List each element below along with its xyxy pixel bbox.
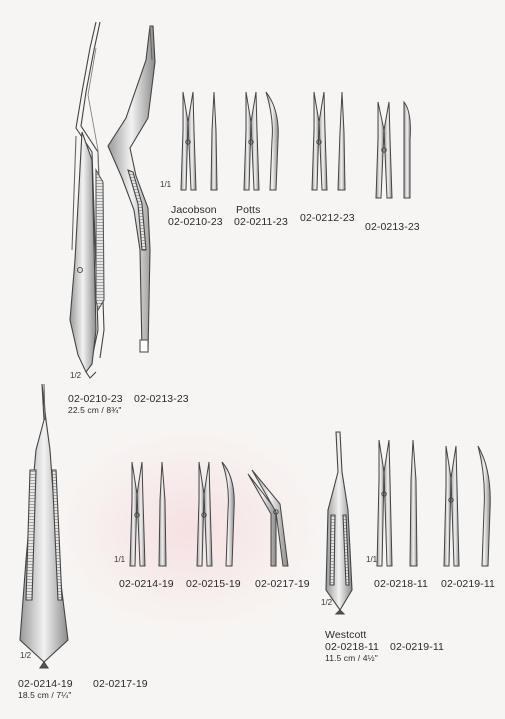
tips-0219 <box>443 445 491 567</box>
large-code-0218-11: 02-0218-11 <box>325 641 379 653</box>
code-0211-23: 02-0211-23 <box>234 216 288 228</box>
code-0218-11: 02-0218-11 <box>374 578 428 590</box>
tips-0211 <box>243 91 279 191</box>
tips-0213 <box>375 100 411 199</box>
large-code-0214-19: 02-0214-19 <box>18 678 73 690</box>
scale-half-right: 1/2 <box>321 598 333 607</box>
code-0219-11: 02-0219-11 <box>441 578 495 590</box>
tips-0210 <box>180 91 218 191</box>
tips-0214 <box>129 461 167 567</box>
scale-full-top: 1/1 <box>160 180 172 189</box>
large-0213-scissors <box>107 25 156 353</box>
westcott-large-scissors <box>325 431 353 615</box>
code-0215-19: 02-0215-19 <box>186 578 241 590</box>
code-0217-19: 02-0217-19 <box>255 578 310 590</box>
large-code-0217-19: 02-0217-19 <box>93 678 148 690</box>
name-westcott: Westcott <box>325 629 367 641</box>
tips-0215 <box>196 461 235 567</box>
tips-0218 <box>376 439 418 567</box>
code-0212-23: 02-0212-23 <box>300 212 355 224</box>
scale-half-top: 1/2 <box>70 371 82 380</box>
large-code-0210-23: 02-0210-23 <box>68 393 123 405</box>
scale-full-mid: 1/1 <box>114 555 126 564</box>
large-size-right: 11.5 cm / 4½" <box>325 653 378 663</box>
code-0210-23: 02-0210-23 <box>168 216 223 228</box>
large-size-mid: 18.5 cm / 7¼" <box>18 690 72 700</box>
tips-0217 <box>247 469 289 567</box>
code-0214-19: 02-0214-19 <box>119 578 174 590</box>
name-potts: Potts <box>236 204 261 216</box>
large-code-0219-11: 02-0219-11 <box>390 641 444 653</box>
jacobson-large-scissors <box>69 21 105 379</box>
large-0214-scissors <box>19 383 69 669</box>
scale-half-mid: 1/2 <box>20 651 32 660</box>
large-code-0213-23: 02-0213-23 <box>134 393 189 405</box>
name-jacobson: Jacobson <box>171 204 217 216</box>
large-size-top: 22.5 cm / 8¾" <box>68 405 122 415</box>
code-0213-23: 02-0213-23 <box>365 221 420 233</box>
scale-full-right: 1/1 <box>366 555 378 564</box>
tips-0212 <box>311 91 346 191</box>
